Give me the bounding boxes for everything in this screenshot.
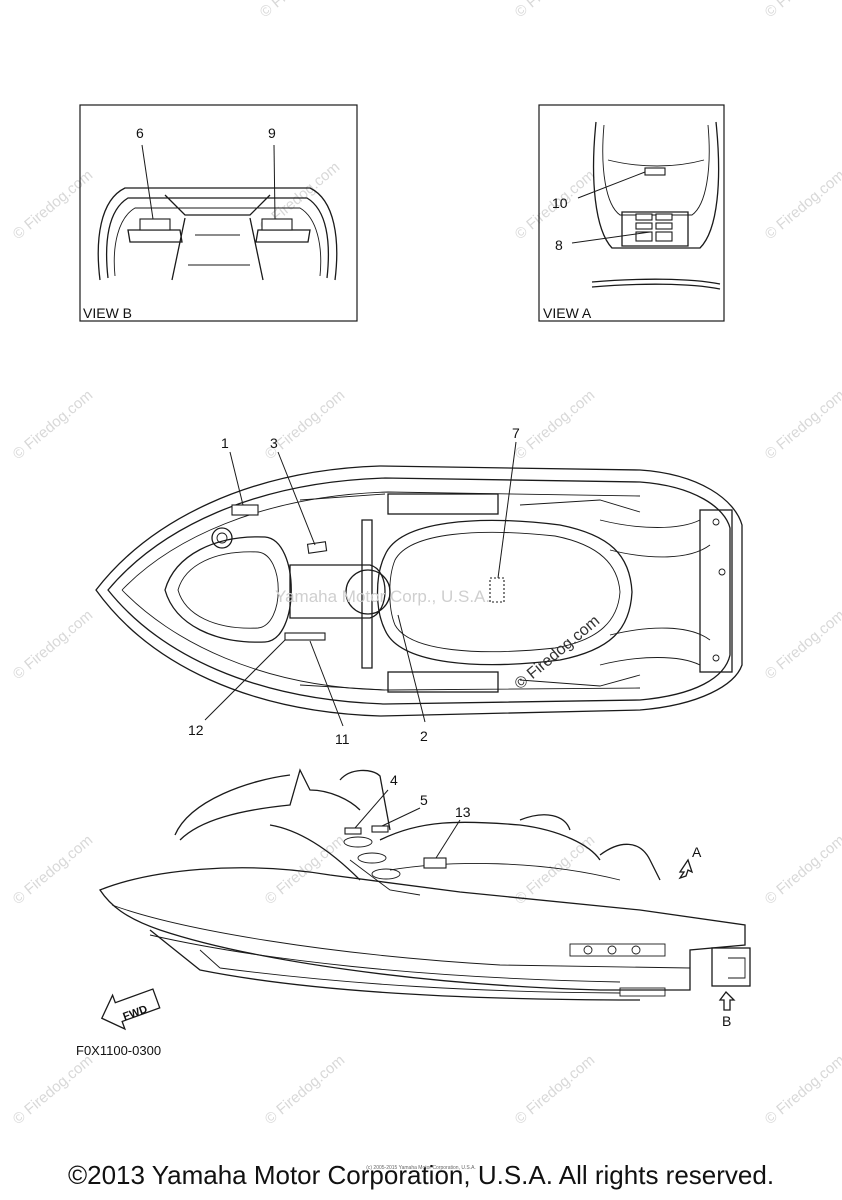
watermark: © Firedog.com [762, 387, 842, 463]
callout-5: 5 [420, 792, 428, 808]
decal-9 [261, 218, 293, 231]
callout-2: 2 [420, 728, 428, 744]
watermark: © Firedog.com [762, 832, 842, 908]
callout-8: 8 [555, 237, 563, 253]
callout-13: 13 [455, 804, 471, 820]
callout-6: 6 [136, 125, 144, 141]
callout-9: 9 [268, 125, 276, 141]
overlay-text: Yamaha Motor Corp., U.S.A. [275, 587, 490, 606]
decal-10 [644, 167, 666, 176]
watermark: © Firedog.com [512, 832, 598, 908]
watermark: © Firedog.com [262, 832, 348, 908]
decal-3 [306, 541, 328, 554]
small-copyright: (c) 2005-2015 Yamaha Motor Corporation, … [366, 1165, 476, 1171]
decal-6 [139, 218, 171, 231]
arrow-b-label: B [722, 1013, 731, 1029]
watermark: © Firedog.com [512, 387, 598, 463]
callout-3: 3 [270, 435, 278, 451]
watermark: © Firedog.com [10, 832, 96, 908]
watermark: © Firedog.com [512, 0, 598, 21]
view-a-caption: VIEW A [543, 305, 592, 321]
arrow-b-icon [718, 991, 736, 1011]
fwd-arrow-icon [100, 988, 161, 1031]
decal-13 [423, 857, 447, 869]
decal-1 [231, 504, 259, 516]
arrow-a-icon [678, 858, 694, 880]
decal-11 [284, 632, 326, 641]
callout-10: 10 [552, 195, 568, 211]
watermark: © Firedog.com [262, 1052, 348, 1128]
callout-4: 4 [390, 772, 398, 788]
watermark-layer: © Firedog.com © Firedog.com © Firedog.co… [10, 0, 842, 1128]
copyright-footer: ©2013 Yamaha Motor Corporation, U.S.A. A… [67, 1160, 775, 1190]
decal-7 [489, 577, 505, 603]
callout-1: 1 [221, 435, 229, 451]
watermark: © Firedog.com [10, 1052, 96, 1128]
watermark: © Firedog.com [262, 387, 348, 463]
watermark: © Firedog.com [762, 0, 842, 21]
arrow-a-label: A [692, 844, 702, 860]
watermark: © Firedog.com [10, 387, 96, 463]
top-view: 1 3 7 12 11 2 Yamaha Motor Corp., U.S.A.… [95, 425, 743, 747]
decal-4 [344, 827, 362, 835]
callout-12: 12 [188, 722, 204, 738]
view-b-panel: 6 9 VIEW B [79, 104, 358, 322]
watermark: © Firedog.com [257, 0, 343, 21]
watermark: © Firedog.com [762, 607, 842, 683]
callout-7: 7 [512, 425, 520, 441]
fwd-arrow: FWD [100, 988, 161, 1031]
diagram-code: F0X1100-0300 [76, 1043, 161, 1058]
watermark: © Firedog.com [762, 167, 842, 243]
callout-11: 11 [335, 731, 350, 747]
side-view: 4 5 13 A B [99, 768, 751, 1029]
decal-5 [371, 825, 389, 833]
view-b-caption: VIEW B [83, 305, 132, 321]
fwd-label: FWD [121, 1003, 149, 1023]
watermark: © Firedog.com [10, 607, 96, 683]
watermark: © Firedog.com [762, 1052, 842, 1128]
watermark: © Firedog.com [512, 1052, 598, 1128]
view-a-panel: 10 8 VIEW A [538, 104, 725, 322]
watermark: © Firedog.com [10, 167, 96, 243]
overlay-watermark: © Firedog.com [512, 612, 603, 693]
